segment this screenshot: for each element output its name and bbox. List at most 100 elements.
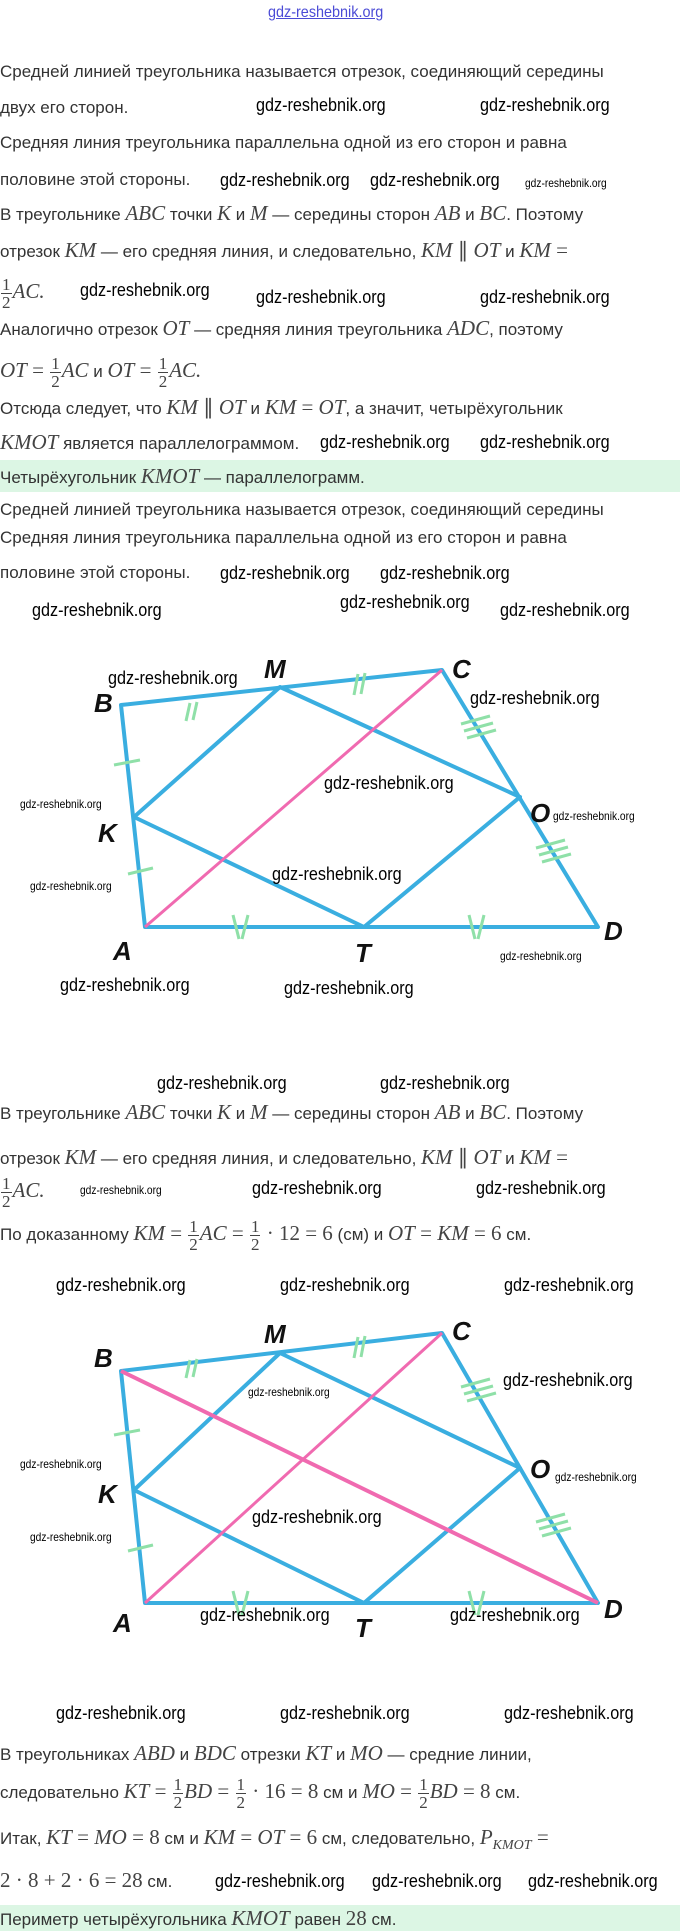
text-segment: В треугольнике (0, 1104, 126, 1123)
label-m: M (264, 654, 287, 684)
text-line: Аналогично отрезок OT — средняя линия тр… (0, 316, 563, 340)
watermark: gdz-reshebnik.org (256, 287, 386, 307)
watermark: gdz-reshebnik.org (450, 1605, 580, 1625)
text-segment: см и (318, 1782, 363, 1802)
math-expression: KM (421, 238, 453, 262)
math-expression: = (134, 357, 157, 382)
text-segment: Средняя линия треугольника параллельна о… (0, 133, 567, 152)
math-expression: K (217, 1100, 232, 1124)
text-segment: и (500, 242, 520, 261)
label-t-2: T (355, 1613, 373, 1643)
watermark: gdz-reshebnik.org (470, 688, 600, 708)
text-line: половине этой стороны. (0, 168, 190, 192)
math-expression: KM (437, 1220, 469, 1245)
math-expression: OT (218, 395, 246, 419)
text-segment: см и (159, 1829, 204, 1848)
numerator: 1 (157, 354, 169, 373)
text-line: половине этой стороны. (0, 561, 190, 585)
text-line: KMOT является параллелограммом. (0, 430, 299, 454)
math-expression: KT (123, 1778, 150, 1803)
math-expression: KM (166, 395, 198, 419)
math-expression: 2 · 8 + 2 · 6 = 28 (0, 1868, 143, 1892)
numerator: 1 (418, 1775, 429, 1794)
watermark: gdz-reshebnik.org (200, 1605, 330, 1625)
text-segment: точки (165, 205, 218, 224)
watermark: gdz-reshebnik.org (553, 809, 635, 823)
math-expression: OT (473, 1145, 501, 1169)
watermark: gdz-reshebnik.org (80, 280, 210, 300)
watermark: gdz-reshebnik.org (372, 1871, 502, 1891)
math-expression: OT (107, 357, 135, 382)
math-expression: KM (203, 1825, 236, 1849)
math-expression: = (71, 1825, 95, 1849)
math-expression: KM (421, 1145, 453, 1169)
text-segment: см. (501, 1224, 532, 1244)
label-k-2: K (98, 1479, 119, 1509)
watermark: gdz-reshebnik.org (503, 1370, 633, 1390)
parallelogram-kmot (132, 685, 522, 929)
watermark: gdz-reshebnik.org (555, 1470, 637, 1484)
label-d: D (604, 916, 623, 946)
math-expression: KMOT (0, 430, 59, 454)
watermark: gdz-reshebnik.org (504, 1275, 634, 1295)
math-expression: AC (61, 357, 89, 382)
math-expression: ∥ (452, 1145, 474, 1169)
math-expression: OT (257, 1825, 285, 1849)
math-expression: KM (519, 1145, 551, 1169)
math-expression: K (217, 201, 232, 225)
text-segment: см. (366, 1910, 397, 1929)
text-segment: и (500, 1149, 520, 1168)
text-segment: — параллелограмм. (199, 468, 365, 487)
denominator: 2 (419, 1793, 428, 1812)
text-segment: . Поэтому (506, 1104, 584, 1123)
header-watermark-link[interactable]: gdz-reshebnik.org (268, 4, 384, 21)
label-k: K (98, 818, 119, 848)
text-segment: Периметр четырёхугольника (0, 1910, 232, 1929)
math-expression: KT (305, 1741, 332, 1765)
math-expression: · 16 = 8 (247, 1778, 319, 1803)
quadrilateral-abcd (119, 668, 600, 929)
watermark: gdz-reshebnik.org (500, 600, 630, 620)
math-expression: = 6 (284, 1825, 318, 1849)
math-expression: = (394, 1778, 418, 1803)
watermark: gdz-reshebnik.org (20, 797, 102, 811)
math-expression: = (550, 238, 568, 262)
text-segment: (см) и (332, 1224, 388, 1244)
label-c-2: C (452, 1316, 472, 1346)
math-subscript: KMOT (492, 1838, 532, 1853)
math-expression: = (296, 395, 319, 419)
math-expression: BD (184, 1778, 213, 1803)
watermark: gdz-reshebnik.org (80, 1183, 162, 1197)
label-b-2: B (94, 1343, 113, 1373)
text-line: В треугольниках ABD и BDC отрезки KT и M… (0, 1741, 532, 1765)
text-segment: Аналогично отрезок (0, 320, 163, 339)
text-segment: — его средняя линия, и следовательно, (96, 1149, 422, 1168)
math-expression: ABC (125, 201, 166, 225)
text-segment: двух его сторон. (0, 98, 129, 117)
text-segment: — средние линии, (382, 1745, 532, 1764)
watermark: gdz-reshebnik.org (500, 949, 582, 963)
text-segment: и (231, 205, 251, 224)
label-a-2: A (112, 1608, 132, 1638)
text-segment: и (245, 399, 265, 418)
diagonal-ac (144, 668, 443, 929)
equal-tick-marks (113, 672, 572, 940)
answer-text: Четырёхугольник KMOT — параллелограмм. (0, 464, 365, 488)
text-segment: равен (289, 1910, 346, 1929)
watermark: gdz-reshebnik.org (20, 1457, 102, 1471)
text-segment: , а значит, четырёхугольник (345, 399, 563, 418)
numerator: 1 (188, 1217, 199, 1236)
text-segment: отрезок (0, 1149, 65, 1168)
watermark: gdz-reshebnik.org (480, 95, 610, 115)
numerator: 1 (1, 275, 12, 294)
math-expression: BC (479, 201, 507, 225)
denominator: 2 (250, 1235, 260, 1254)
math-expression: KT (46, 1825, 72, 1849)
watermark: gdz-reshebnik.org (480, 287, 610, 307)
math-expression: BC (479, 1100, 507, 1124)
math-expression: KM (519, 238, 551, 262)
